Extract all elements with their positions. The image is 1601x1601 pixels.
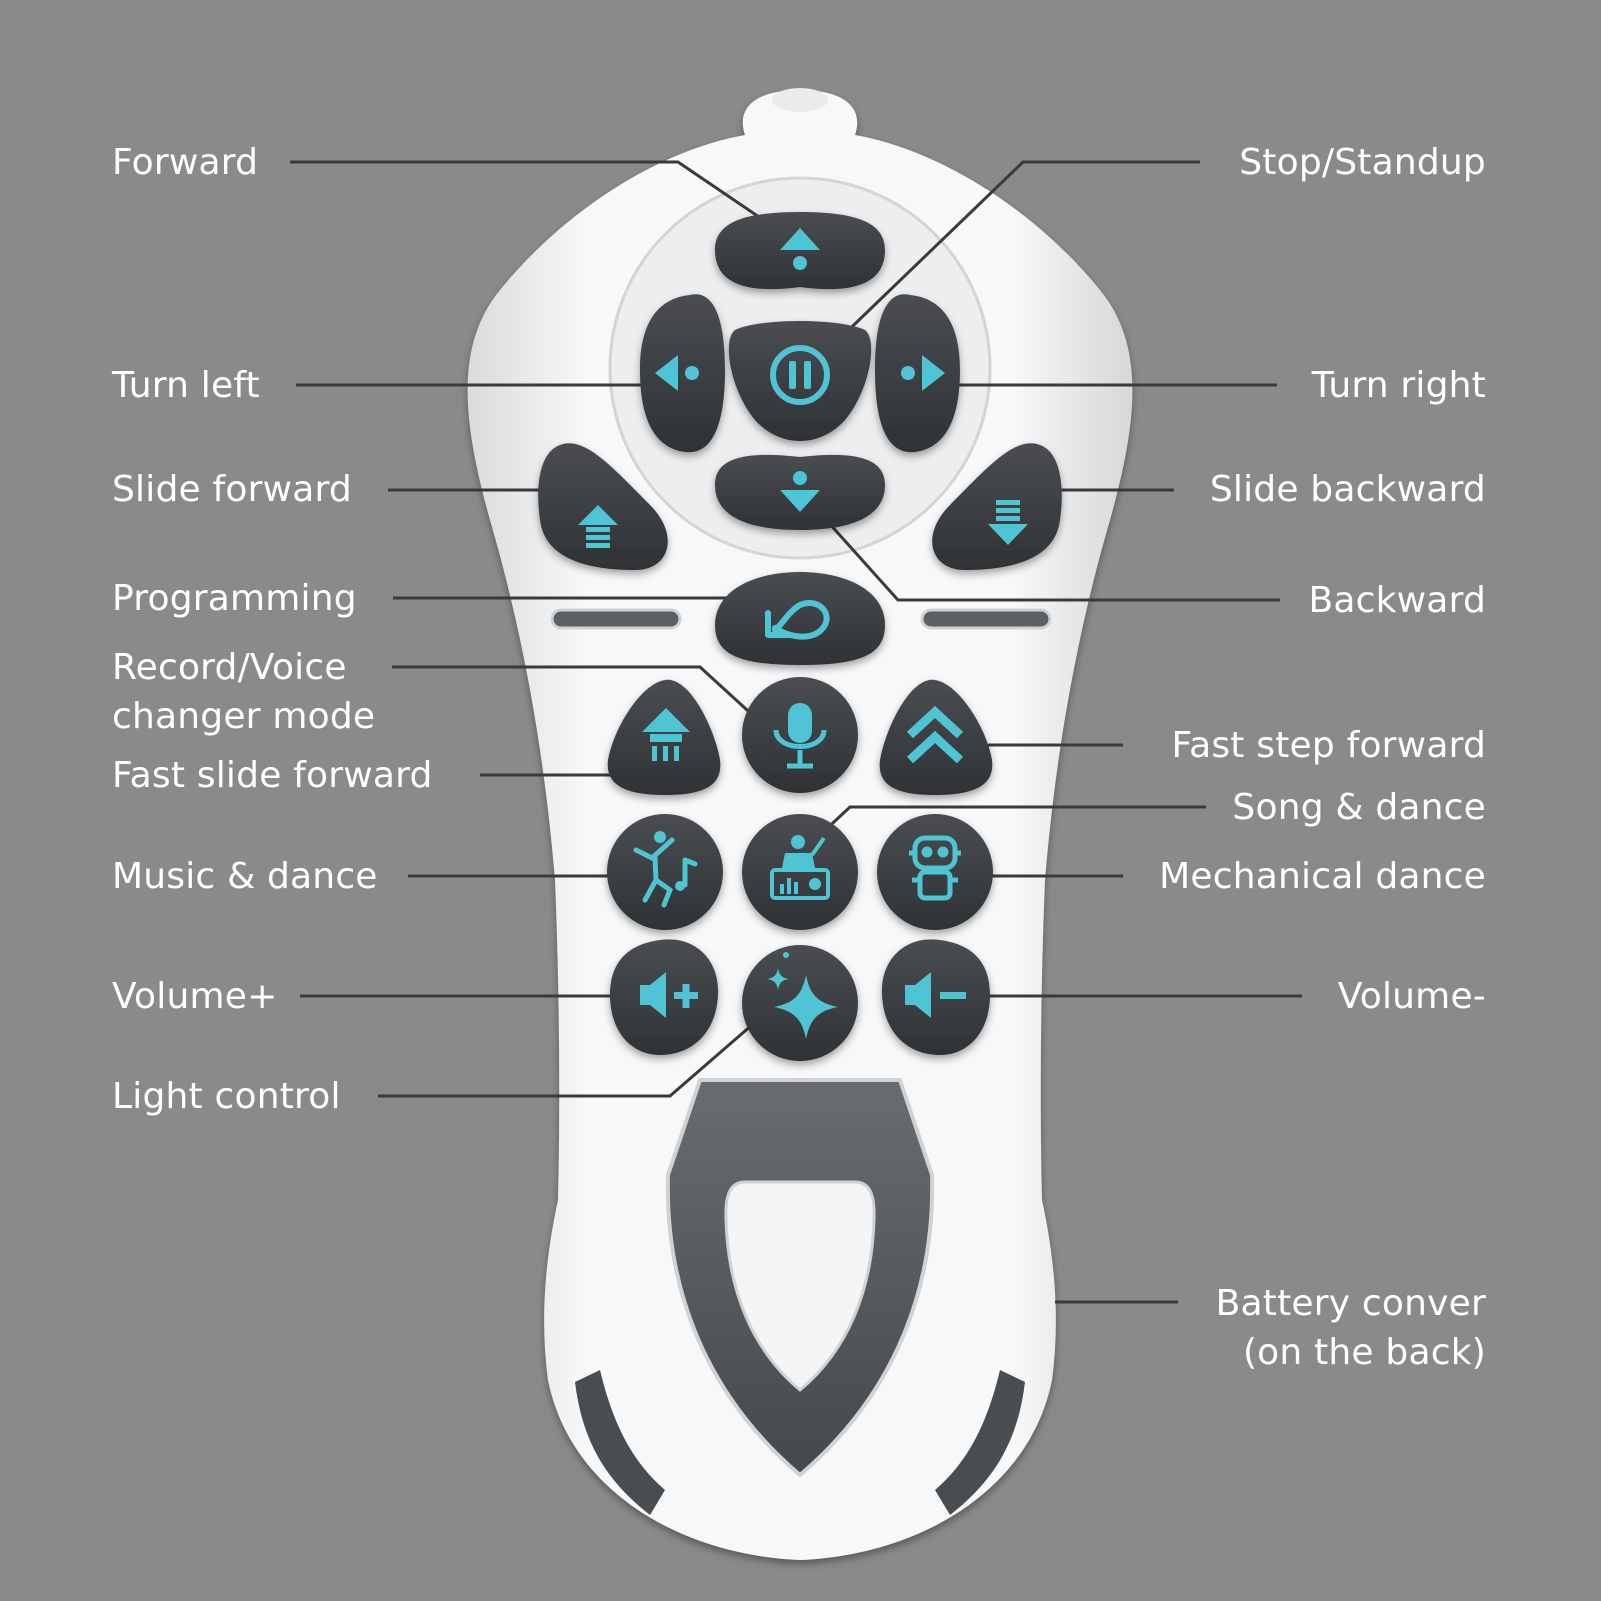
leader-lines xyxy=(290,160,1302,1304)
record-voice-button[interactable] xyxy=(742,677,858,793)
pause-icon xyxy=(770,345,830,405)
turn-left-label: Turn left xyxy=(112,365,260,406)
fast-step-forward-button[interactable] xyxy=(879,679,993,795)
song-dance-button[interactable] xyxy=(742,814,858,930)
fast-slide-up-icon xyxy=(642,708,690,761)
dancer-icon xyxy=(633,831,698,908)
battery-cover-label-line1: Battery conver xyxy=(1215,1283,1486,1324)
volume-up-button[interactable] xyxy=(610,939,719,1055)
stop-standup-label: Stop/Standup xyxy=(1239,142,1486,183)
programming-label: Programming xyxy=(112,578,357,619)
mechanical-dance-label: Mechanical dance xyxy=(1159,856,1486,897)
backward-label: Backward xyxy=(1308,580,1486,621)
song-dance-label: Song & dance xyxy=(1232,787,1486,828)
slide-up-icon xyxy=(578,505,618,548)
groove-left xyxy=(550,608,682,630)
light-control-label: Light control xyxy=(112,1076,341,1117)
volume-up-label: Volume+ xyxy=(112,976,278,1017)
programming-button[interactable] xyxy=(715,572,885,665)
stop-standup-button[interactable] xyxy=(728,321,872,441)
volume-down-button[interactable] xyxy=(881,939,990,1055)
robot-icon xyxy=(909,835,961,901)
volume-down-icon xyxy=(905,972,966,1018)
slide-down-icon xyxy=(988,500,1028,545)
volume-down-label: Volume- xyxy=(1337,976,1486,1017)
slide-forward-button[interactable] xyxy=(538,443,668,570)
arrow-left-icon xyxy=(655,355,699,391)
forward-label: Forward xyxy=(112,142,259,183)
turn-right-button[interactable] xyxy=(875,294,960,453)
arrow-down-icon xyxy=(780,471,820,512)
turn-right-label: Turn right xyxy=(1311,365,1486,406)
battery-cover-label-line2: (on the back) xyxy=(1242,1332,1486,1373)
record-voice-label-line1: Record/Voice xyxy=(112,647,347,688)
arrow-right-icon xyxy=(901,355,945,391)
fast-slide-forward-button[interactable] xyxy=(607,679,721,795)
slide-backward-label: Slide backward xyxy=(1209,469,1486,510)
turn-left-button[interactable] xyxy=(640,294,725,453)
fast-step-forward-label: Fast step forward xyxy=(1171,725,1486,766)
music-dance-label: Music & dance xyxy=(112,856,378,897)
microphone-icon xyxy=(773,703,827,769)
light-control-button[interactable] xyxy=(742,945,858,1061)
double-chevron-up-icon xyxy=(906,705,964,764)
record-voice-label-line2: changer mode xyxy=(112,696,376,737)
fast-slide-forward-label: Fast slide forward xyxy=(112,755,433,796)
groove-right xyxy=(920,608,1052,630)
volume-up-icon xyxy=(640,972,698,1018)
sparkle-icon xyxy=(767,952,838,1039)
mechanical-dance-button[interactable] xyxy=(877,814,993,930)
backward-button[interactable] xyxy=(715,454,885,530)
slide-forward-label: Slide forward xyxy=(112,469,352,510)
forward-button[interactable] xyxy=(715,212,885,290)
music-dance-button[interactable] xyxy=(607,814,723,930)
dj-icon xyxy=(770,835,830,900)
slide-backward-button[interactable] xyxy=(932,443,1062,570)
loop-arrow-icon xyxy=(765,600,830,640)
arrow-up-icon xyxy=(780,228,820,270)
